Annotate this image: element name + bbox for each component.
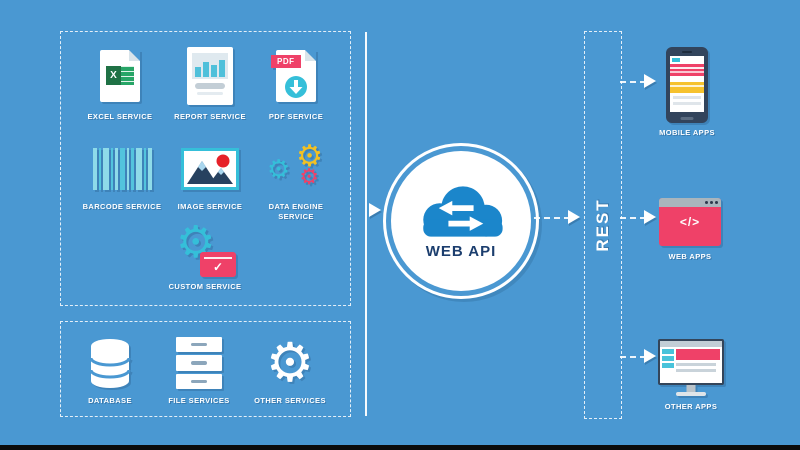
service-database: DATABASE (66, 334, 154, 406)
service-barcode: BARCODE SERVICE (78, 140, 166, 212)
arrow-to-web (644, 210, 656, 224)
service-label: IMAGE SERVICE (177, 202, 243, 211)
service-label: REPORT SERVICE (174, 112, 246, 121)
rest-to-other-line (620, 356, 646, 358)
code-glyph: </> (679, 215, 701, 229)
rest-layer: REST (584, 31, 622, 419)
rest-to-web-line (620, 217, 646, 219)
barcode-icon (92, 140, 152, 198)
service-label: FILE SERVICES (168, 396, 230, 405)
pdf-file-icon: PDF (271, 44, 316, 108)
services-panel-top (60, 31, 351, 306)
rest-to-mobile-line (620, 81, 646, 83)
custom-gear-card-icon: ⚙ ✓ (174, 221, 236, 278)
client-label: MOBILE APPS (659, 128, 715, 137)
hub-title: WEB API (425, 243, 497, 260)
service-label: DATA ENGINE SERVICE (268, 202, 324, 221)
web-api-hub: WEB API (383, 143, 539, 299)
service-pdf: PDF PDF SERVICE (252, 44, 340, 122)
service-other: ⚙ OTHER SERVICES (246, 334, 334, 406)
gear-icon: ⚙ (265, 333, 315, 393)
client-label: OTHER APPS (664, 402, 718, 411)
file-cabinet-icon (176, 334, 222, 392)
smartphone-icon (666, 46, 708, 124)
services-panel-bottom (60, 321, 351, 417)
service-label: DATABASE (88, 396, 132, 405)
service-label: EXCEL SERVICE (87, 112, 153, 121)
service-data-engine: ⚙ ⚙ ⚙ DATA ENGINE SERVICE (252, 140, 340, 222)
bottom-letterbox (0, 445, 800, 450)
services-bus-line (365, 32, 367, 416)
hub-to-rest-line (534, 217, 570, 219)
service-report: REPORT SERVICE (166, 44, 254, 122)
excel-file-icon: X (100, 44, 140, 108)
database-icon (89, 334, 131, 392)
service-label: CUSTOM SERVICE (168, 282, 242, 291)
download-arrow-icon (284, 75, 308, 104)
service-label: OTHER SERVICES (254, 396, 326, 405)
check-icon: ✓ (212, 260, 224, 274)
excel-logo-letter: X (106, 66, 121, 85)
service-label: BARCODE SERVICE (82, 202, 162, 211)
cloud-sync-icon (423, 186, 503, 237)
desktop-monitor-icon (658, 338, 724, 398)
client-other-apps: OTHER APPS (648, 338, 734, 412)
image-icon (181, 140, 239, 198)
arrow-to-hub (369, 203, 381, 217)
arrow-to-rest (568, 210, 580, 224)
browser-code-icon: </> (659, 196, 721, 248)
service-file: FILE SERVICES (155, 334, 243, 406)
service-image: IMAGE SERVICE (166, 140, 254, 212)
service-label: PDF SERVICE (268, 112, 324, 121)
arrow-to-mobile (644, 74, 656, 88)
service-excel: X EXCEL SERVICE (76, 44, 164, 122)
client-label: WEB APPS (668, 252, 712, 261)
gears-icon: ⚙ ⚙ ⚙ (267, 140, 323, 189)
client-mobile-apps: MOBILE APPS (645, 46, 729, 138)
arrow-to-other (644, 349, 656, 363)
report-chart-icon (187, 44, 233, 108)
service-custom: ⚙ ✓ CUSTOM SERVICE (161, 221, 249, 292)
client-web-apps: </> WEB APPS (648, 196, 732, 262)
rest-label: REST (593, 198, 612, 252)
pdf-badge: PDF (271, 55, 301, 68)
